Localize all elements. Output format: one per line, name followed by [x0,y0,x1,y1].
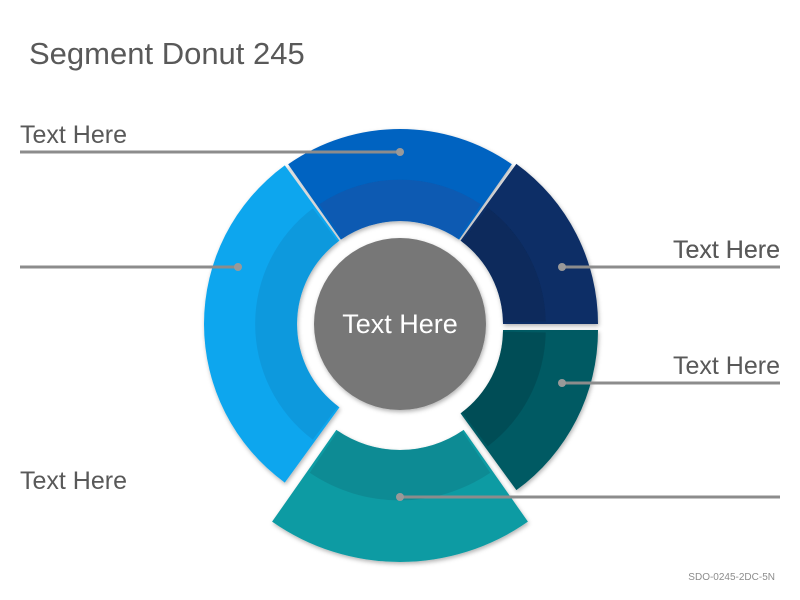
leader-dot-lower-right [558,379,566,387]
segment-label-upper-right: Text Here [673,236,780,264]
footer-code: SDO-0245-2DC-5N [688,572,775,583]
center-label: Text Here [342,309,458,339]
segment-upper-right [460,163,598,324]
page-title: Segment Donut 245 [29,36,305,71]
leader-dot-left [234,263,242,271]
segment-label-top: Text Here [20,121,127,149]
center-hub: Text Here [314,238,486,410]
segment-label-left: Text Here [20,467,127,495]
segment-top [288,128,512,240]
segment-left [203,165,340,483]
segment-lower-right [460,330,598,491]
segment-label-lower-right: Text Here [673,236,780,264]
leader-dot-upper-right [558,263,566,271]
segment-label-bottom: Text Here [673,352,780,380]
leader-dot-bottom [396,493,404,501]
leader-dot-top [396,148,404,156]
